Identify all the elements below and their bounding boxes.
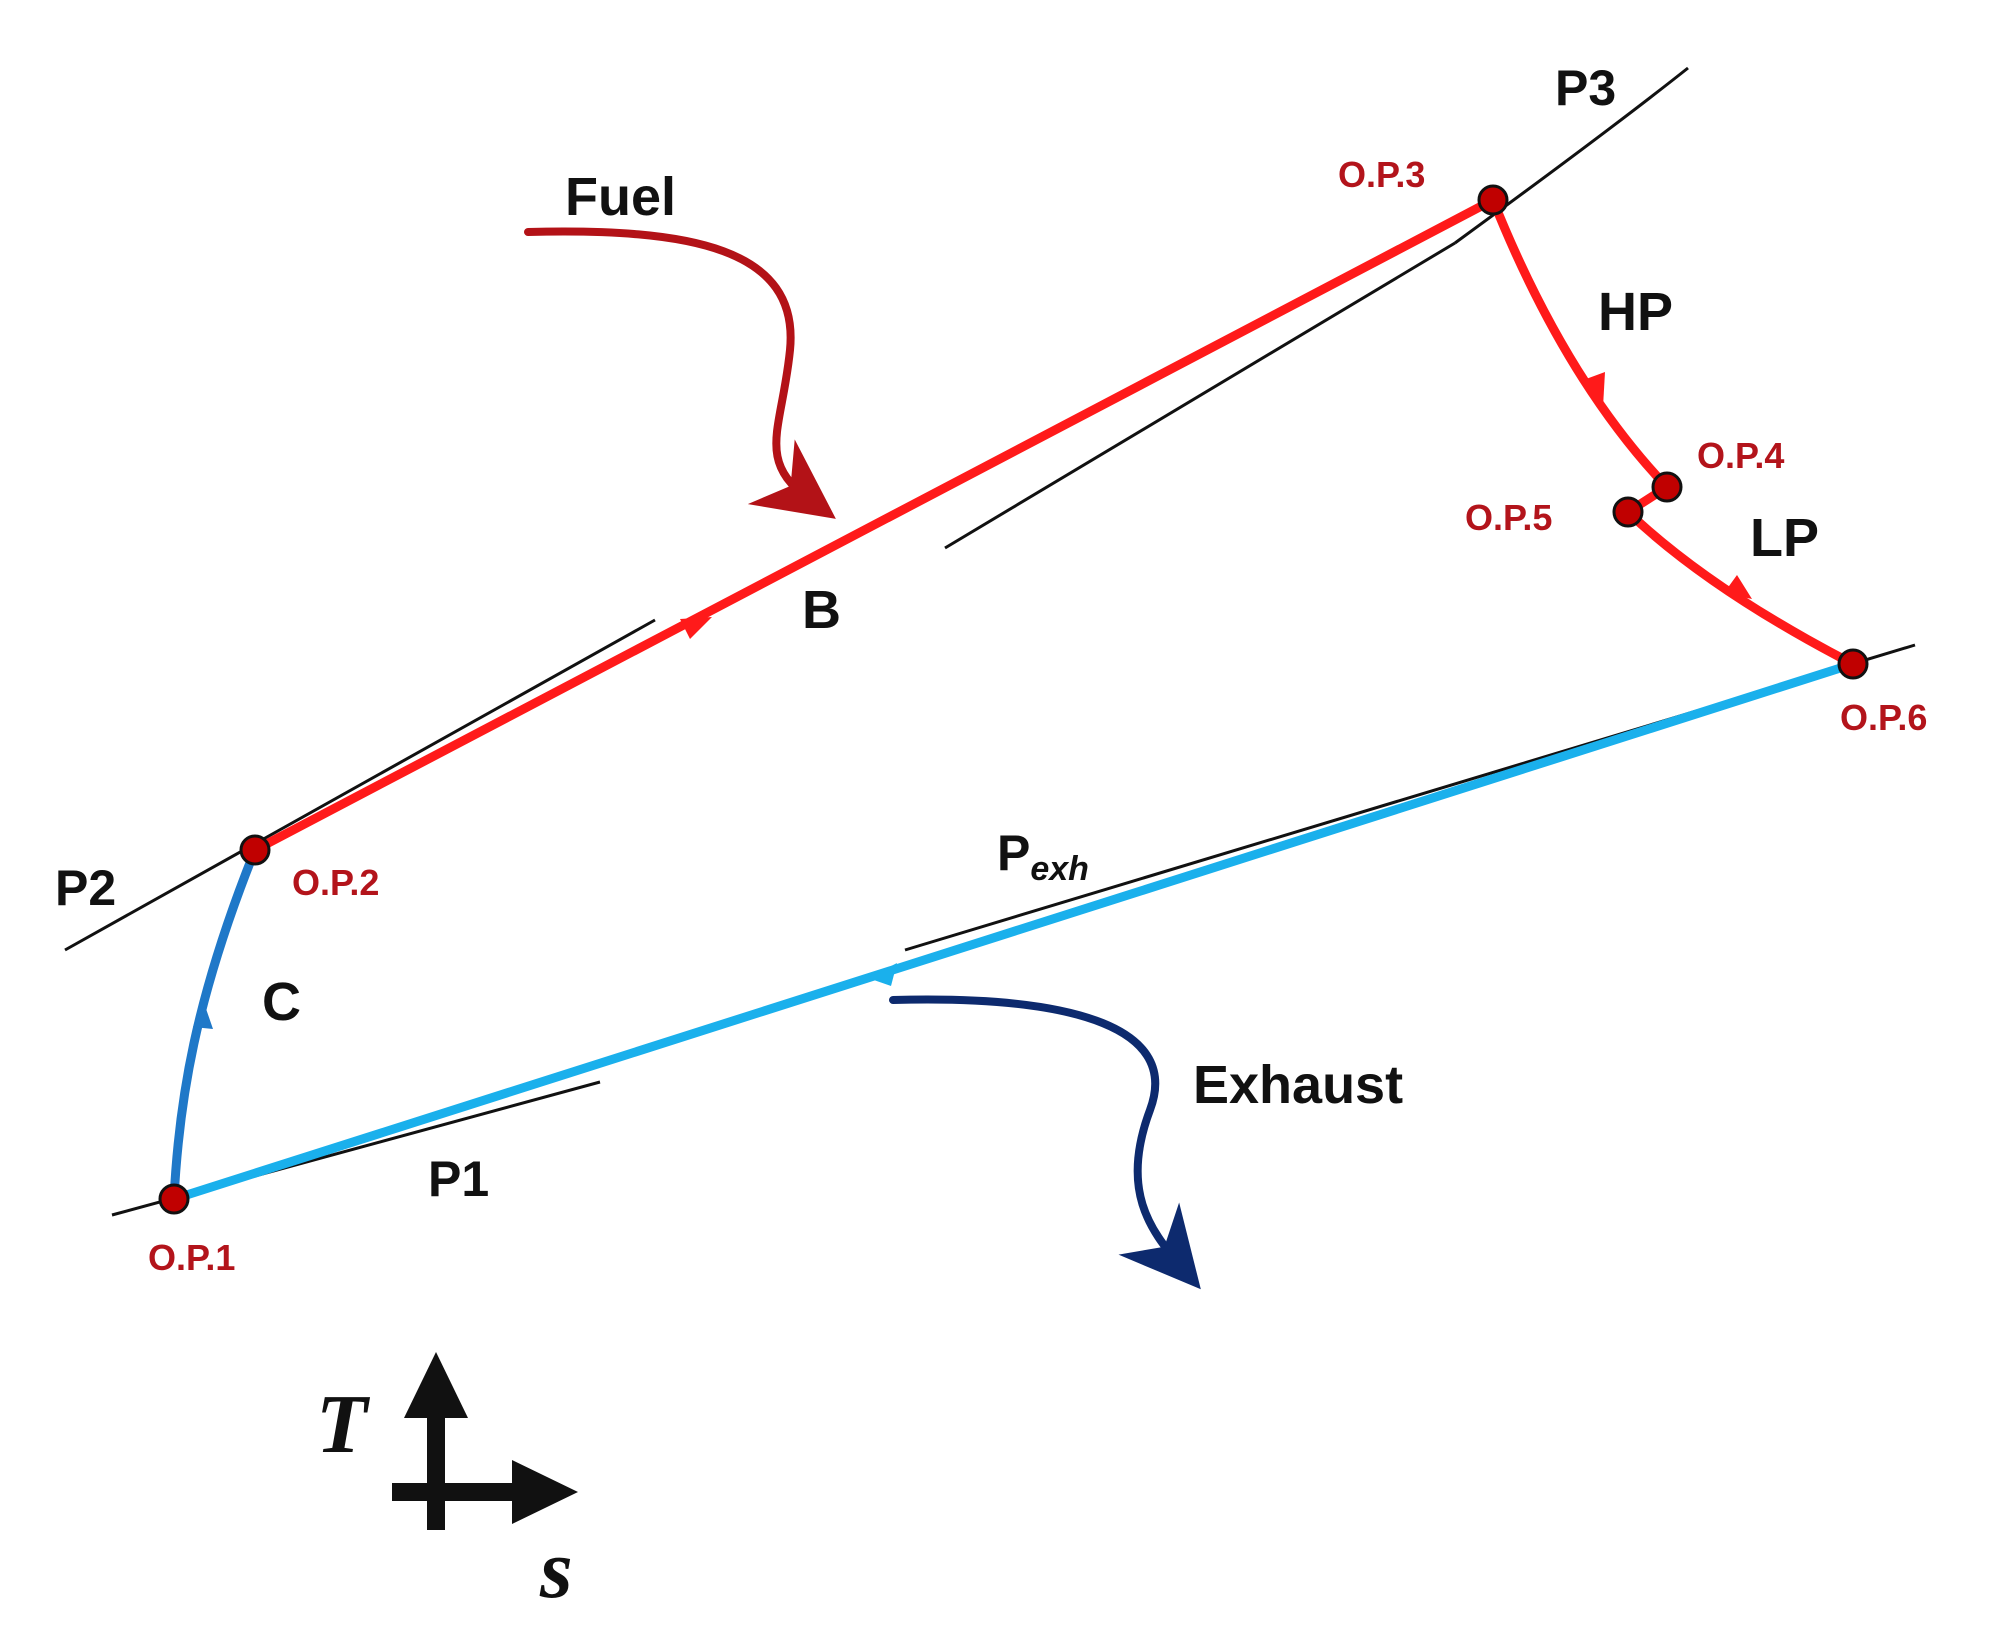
exhaust-line xyxy=(169,659,1858,1204)
point-op4 xyxy=(1651,471,1683,503)
compression-direction-arrow xyxy=(193,1000,213,1029)
hp-direction-arrow xyxy=(1586,372,1605,407)
exhaust-arrow xyxy=(889,995,1201,1290)
label-p-exh-main: P xyxy=(997,825,1030,881)
label-op6: O.P.6 xyxy=(1840,697,1927,738)
combustion-line xyxy=(250,195,1498,855)
label-op2: O.P.2 xyxy=(292,862,379,903)
label-p2: P2 xyxy=(55,860,116,916)
combustion-path xyxy=(250,195,1498,855)
point-op1 xyxy=(158,1183,190,1215)
isobars xyxy=(64,66,1916,1217)
label-compressor: C xyxy=(262,972,301,1032)
point-op5 xyxy=(1612,496,1644,528)
label-p1: P1 xyxy=(428,1151,489,1207)
compression-path xyxy=(169,845,260,1204)
isobar-p2 xyxy=(64,618,656,952)
t-axis-arrowhead xyxy=(404,1352,468,1418)
t-axis-label: T xyxy=(316,1378,371,1471)
label-op3: O.P.3 xyxy=(1338,154,1425,195)
label-op4: O.P.4 xyxy=(1697,435,1784,476)
point-op3 xyxy=(1477,184,1509,216)
exhaust-direction-arrow xyxy=(868,963,897,986)
label-hp: HP xyxy=(1598,282,1673,342)
s-axis-arrowhead xyxy=(512,1460,578,1524)
label-lp: LP xyxy=(1750,508,1819,568)
lp-direction-arrow xyxy=(1724,575,1752,599)
hp-expansion-curve xyxy=(1488,195,1672,492)
combustion-direction-arrow xyxy=(680,617,712,639)
hp-expansion-path xyxy=(1488,195,1672,492)
lp-expansion-curve xyxy=(1623,507,1858,669)
label-burner: B xyxy=(802,580,841,640)
label-p-exh: Pexh xyxy=(997,825,1089,888)
label-fuel: Fuel xyxy=(565,167,676,227)
axes-indicator: T s xyxy=(316,1352,578,1616)
operating-points xyxy=(158,184,1869,1215)
s-axis-label: s xyxy=(539,1523,573,1616)
label-op1: O.P.1 xyxy=(148,1237,235,1278)
lp-expansion-path xyxy=(1623,507,1858,669)
exhaust-path xyxy=(169,659,1858,1204)
fuel-arrow xyxy=(524,227,836,519)
isobar-p3-lower xyxy=(944,241,1456,550)
label-op5: O.P.5 xyxy=(1465,497,1552,538)
point-op6 xyxy=(1837,648,1869,680)
point-op2 xyxy=(239,834,271,866)
label-p3: P3 xyxy=(1555,60,1616,116)
label-exhaust: Exhaust xyxy=(1193,1055,1403,1115)
compression-curve xyxy=(169,845,260,1204)
label-p-exh-subscript: exh xyxy=(1030,850,1089,888)
